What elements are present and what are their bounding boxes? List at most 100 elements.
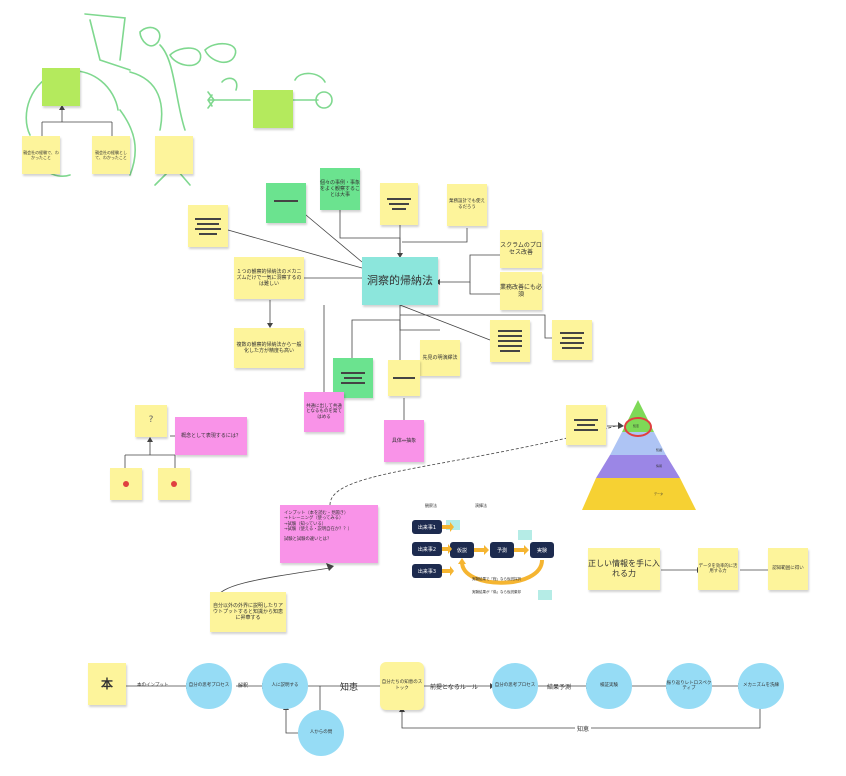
flow-circle[interactable]: 検証実験 [586, 663, 632, 709]
green-sticky-top[interactable] [42, 68, 80, 106]
sticky-note[interactable]: 共通に出して共通となるものを発てはめる [304, 392, 344, 432]
flow-step[interactable]: 予測 [490, 542, 514, 558]
sticky-note-lines[interactable] [188, 205, 228, 247]
connector [227, 229, 363, 269]
sticky-note[interactable]: 親会社の経験として、わかったこと [92, 136, 130, 174]
flow-circle-label: 振り返りレトロスペクティブ [666, 680, 712, 691]
flow-tag [518, 530, 532, 540]
connector [399, 304, 491, 341]
loop-label: 実験結果で「程」なら仮説採択 [472, 577, 521, 581]
flow-box[interactable]: 出来事1 [412, 520, 442, 534]
flow-label-large: 知恵 [340, 683, 359, 693]
green-sticky[interactable] [253, 90, 293, 128]
sticky-note-text: 共通に出して共通となるものを発てはめる [306, 403, 342, 420]
loop-label: 実験結果が「偽」なら仮説棄却 [472, 590, 521, 594]
flow-circle[interactable]: 人からの問 [298, 710, 344, 756]
pyramid-label: 知恵 [633, 424, 640, 428]
placeholder-lines [560, 331, 584, 349]
flow-step-label: 予測 [496, 547, 507, 554]
sticky-note-text: 親会社の経験で、わかったこと [23, 150, 59, 160]
flow-step[interactable]: 仮説 [450, 542, 474, 558]
pyramid-label: 知識 [656, 448, 663, 452]
connector [299, 209, 363, 263]
sticky-note-lines[interactable] [552, 320, 592, 360]
sticky-note[interactable]: 親会社の経験で、わかったこと [22, 136, 60, 174]
sticky-note[interactable]: 概念として表現するには？ [175, 417, 247, 455]
flow-circle[interactable]: 人に説明する [262, 663, 308, 709]
sticky-note-text: 複数の観察的帰納法から一般化した方が精度も高い [236, 341, 302, 354]
sticky-note[interactable]: 自分以外の外界に説明したりアウトプットすると知識から知恵に昇華する [210, 592, 286, 632]
flow-circle[interactable]: 自分の思考プロセス [186, 663, 232, 709]
flow-label: 解釈 [238, 683, 249, 689]
flow-label: 知恵 [575, 724, 592, 733]
arrowhead [397, 253, 403, 258]
flow-step[interactable]: 実験 [530, 542, 554, 558]
connector [400, 314, 555, 339]
connector [437, 254, 500, 283]
sticky-note[interactable]: 複数の観察的帰納法から一般化した方が精度も高い [234, 328, 304, 368]
red-dot-icon [123, 481, 129, 487]
flow-tag [446, 520, 460, 530]
flow-header: 演繹法 [475, 503, 487, 508]
flow-circle[interactable]: 自分の思考プロセス [492, 663, 538, 709]
sticky-note-text: 業務改善にも必須 [500, 283, 542, 299]
arrowhead [618, 422, 624, 429]
sticky-note-lines[interactable] [380, 183, 418, 225]
concept-tree-note[interactable] [110, 468, 142, 500]
sticky-note-text: 自分以外の外界に説明したりアウトプットすると知識から知恵に昇華する [212, 602, 283, 622]
flow-step-label: 仮説 [456, 547, 467, 554]
sticky-note[interactable]: １つの観察的帰納法のメカニズムだけで一気に洞察するのは難しい [234, 257, 304, 299]
arrowhead [326, 563, 334, 571]
sticky-note-text: 正しい情報を手に入れる力 [588, 559, 660, 578]
dashed-connector [329, 424, 621, 506]
sticky-note[interactable]: 業務改善にも必須 [500, 272, 542, 310]
flow-circle-label: 人に説明する [271, 683, 299, 689]
sticky-note[interactable]: 先見の明演繹法 [420, 340, 460, 376]
sticky-note-lines[interactable] [333, 358, 373, 398]
sticky-note-text: １つの観察的帰納法のメカニズムだけで一気に洞察するのは難しい [236, 268, 302, 288]
flow-box-label: 出来事2 [417, 546, 437, 553]
sticky-note[interactable]: 認知範囲に得い [768, 548, 808, 590]
flow-circle[interactable]: 振り返りレトロスペクティブ [666, 663, 712, 709]
input-line: →試験（知っている） [284, 521, 327, 527]
red-dot-icon [171, 481, 177, 487]
placeholder-lines [341, 372, 365, 384]
sticky-note[interactable]: 具体⇔抽象 [384, 420, 424, 462]
flow-box[interactable]: 出来事2 [412, 542, 442, 556]
placeholder-lines [498, 330, 522, 352]
placeholder-lines [274, 199, 298, 207]
sticky-note[interactable]: 正しい情報を手に入れる力 [588, 548, 660, 590]
connector [469, 282, 500, 295]
flow-circle-label: メカニズムを洗練 [743, 683, 779, 689]
sticky-note-text: 業務設計でも使えるだろう [449, 199, 485, 210]
sticky-note-text: スクラムのプロセス改善 [500, 241, 542, 257]
sticky-note-text: 先見の明演繹法 [422, 354, 458, 361]
sticky-note-text: 親会社の経験として、わかったこと [95, 150, 127, 160]
sticky-note-crossed[interactable] [155, 136, 193, 174]
knowledge-stock-note[interactable]: 自分たちの知恵のストック [380, 662, 424, 710]
sticky-note-lines[interactable] [490, 320, 530, 362]
sticky-note[interactable]: データを効率的に活用する力 [698, 548, 738, 590]
placeholder-lines [387, 198, 411, 210]
center-topic-text: 洞察的帰納法 [367, 274, 433, 288]
concept-tree-note[interactable] [158, 468, 190, 500]
sticky-note[interactable]: 個々の事例・事象をよく観察することは大事 [320, 168, 360, 210]
sticky-note-text: 概念として表現するには？ [181, 432, 241, 439]
sticky-note-lines[interactable] [388, 360, 420, 396]
concept-tree-note[interactable]: ? [135, 405, 167, 437]
center-topic[interactable]: 洞察的帰納法 [362, 257, 438, 305]
book-note-text: 本 [100, 676, 113, 691]
sticky-note[interactable]: 業務設計でも使えるだろう [447, 184, 487, 226]
flow-circle[interactable]: メカニズムを洗練 [738, 663, 784, 709]
flow-box[interactable]: 出来事3 [412, 564, 442, 578]
sticky-note-lines[interactable] [266, 183, 306, 223]
connector [402, 228, 468, 243]
sticky-note-lines[interactable] [566, 405, 606, 445]
sticky-note-input[interactable]: インプット（本を読む・見聞き） →トレーニング（使ってみる） →試験（知っている… [280, 505, 378, 563]
sticky-note[interactable]: スクラムのプロセス改善 [500, 230, 542, 268]
sticky-note-text: 認知範囲に得い [772, 566, 804, 572]
input-line: →トレーニング（使ってみる） [284, 516, 344, 522]
book-note[interactable]: 本 [88, 663, 126, 705]
